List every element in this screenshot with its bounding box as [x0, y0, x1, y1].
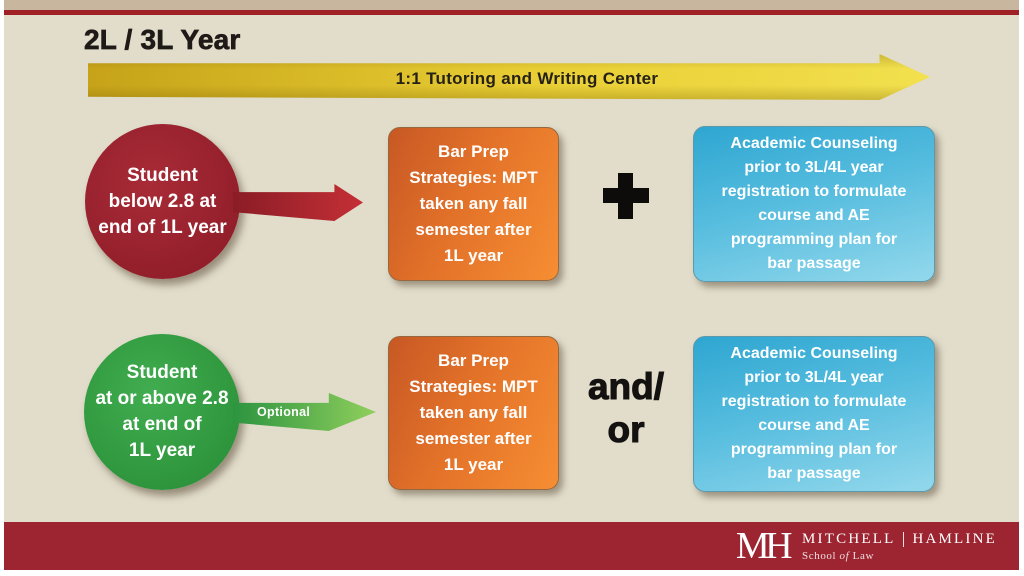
- student-below-2-8-circle: Student below 2.8 at end of 1L year: [85, 124, 240, 279]
- student-above-2-8-circle: Student at or above 2.8 at end of 1L yea…: [84, 334, 240, 490]
- footer-bar: MH MITCHELL HAMLINE School of Law: [4, 522, 1019, 570]
- academic-counseling-box-row1: Academic Counseling prior to 3L/4L year …: [693, 126, 935, 282]
- logo-text: MITCHELL HAMLINE School of Law: [802, 527, 997, 562]
- tagline-of: of: [839, 550, 850, 562]
- logo-name: MITCHELL HAMLINE: [802, 531, 997, 548]
- tagline-school: School: [802, 550, 837, 562]
- optional-label: Optional: [257, 405, 311, 419]
- page-title: 2L / 3L Year: [84, 24, 241, 56]
- academic-counseling-box-row2: Academic Counseling prior to 3L/4L year …: [693, 336, 935, 492]
- mitchell-hamline-logo: MH MITCHELL HAMLINE School of Law: [736, 527, 997, 565]
- mh-monogram: MH: [735, 525, 793, 567]
- slide-canvas: 2L / 3L Year 1:1 Tutoring and Writing Ce…: [4, 15, 1019, 522]
- logo-name-hamline: HAMLINE: [912, 531, 997, 547]
- top-red-divider: [4, 10, 1019, 15]
- row1-arrow-icon: [233, 184, 363, 221]
- banner-label: 1:1 Tutoring and Writing Center: [395, 68, 659, 88]
- logo-divider: [903, 532, 905, 547]
- tutoring-banner-arrow-icon: 1:1 Tutoring and Writing Center: [88, 54, 930, 100]
- row2-arrow-icon: Optional: [233, 393, 376, 431]
- plus-icon: +: [603, 173, 649, 219]
- logo-tagline: School of Law: [802, 550, 997, 562]
- plus-label: +: [603, 173, 604, 174]
- bar-prep-box-row2: Bar Prep Strategies: MPT taken any fall …: [388, 336, 559, 490]
- logo-name-mitchell: MITCHELL: [802, 531, 896, 547]
- and-or-label: and/ or: [587, 365, 665, 450]
- bar-prep-box-row1: Bar Prep Strategies: MPT taken any fall …: [388, 127, 559, 281]
- top-tan-strip: [4, 0, 1019, 10]
- tagline-law: Law: [852, 550, 875, 562]
